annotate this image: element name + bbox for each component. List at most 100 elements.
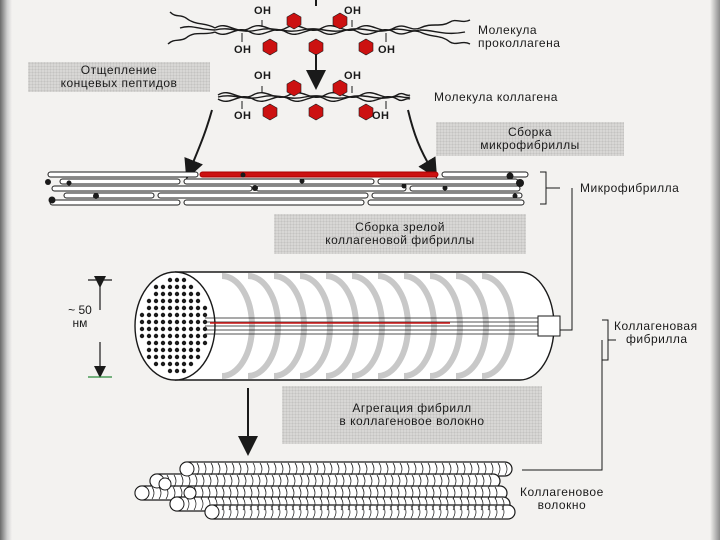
fiber-segment [312,486,316,500]
fiber-segment [252,462,256,476]
fibril-dot [174,312,180,318]
fibril-dot [160,312,166,318]
fiber-segment [382,497,386,511]
fiber-segment [264,474,268,488]
fibril-dot [195,305,201,311]
microfibril-label: Микрофибрилла [580,181,680,195]
fiber-segment [501,505,505,519]
fiber-segment [497,462,501,476]
fiber-segment [305,505,309,519]
fiber-segment [294,462,298,476]
fibril-dot [181,333,187,339]
fiber-segment [441,462,445,476]
fiber-segment [203,462,207,476]
fiber-segment [285,474,289,488]
fiber-segment [326,505,330,519]
microfibril-assembly-box: Сборка микрофибриллы [436,122,624,156]
fiber-segment [200,497,204,511]
fibril-dot [146,326,152,332]
fiber-segment [326,486,330,500]
fiber-segment [469,462,473,476]
fibril-dot [160,284,166,290]
fiber-segment [354,497,358,511]
fibril-dot [188,361,194,367]
oh-label: ОН [344,5,362,17]
fiber-segment [452,505,456,519]
fiber-segment [382,505,386,519]
fibril-dot [174,319,180,325]
fibril-dot [174,305,180,311]
oh-label: ОН [372,110,390,122]
fiber-segment [404,474,408,488]
fibril-dot [153,333,159,339]
fiber-segment [151,486,155,500]
fiber-segment [196,462,200,476]
fiber-segment [242,505,246,519]
fiber-segment [180,474,184,488]
fiber-segment [291,486,295,500]
fiber-segment [299,474,303,488]
fiber-segment [315,462,319,476]
fibril-dot [146,354,152,360]
fiber-segment [348,474,352,488]
fiber-segment [214,486,218,500]
fiber-segment [221,486,225,500]
fiber-segment [488,474,492,488]
fiber-segment [305,486,309,500]
fiber-segment [445,486,449,500]
fibril-dot [167,333,173,339]
fibril-dot [188,284,194,290]
fiber-segment [424,486,428,500]
fiber-segment [200,486,204,500]
fiber-segment [382,486,386,500]
fibril-dot [139,333,145,339]
fiber-segment [368,486,372,500]
fibril-dot [181,347,187,353]
fibril-dot [153,305,159,311]
fiber-segment [250,474,254,488]
fiber-segment [452,486,456,500]
fiber-segment [389,497,393,511]
fiber-segment [427,462,431,476]
fiber-segment [312,497,316,511]
fiber-segment [347,497,351,511]
fiber-segment [270,505,274,519]
fiber-segment [221,505,225,519]
fiber-segment [392,462,396,476]
fiber-segment [438,486,442,500]
fibril-dot [153,326,159,332]
fibril-dot [188,319,194,325]
fiber-segment [473,497,477,511]
fiber-segment [256,497,260,511]
fiber-segment [341,474,345,488]
fibril-dot [167,340,173,346]
microfibril-dots [45,172,524,204]
fibril-dot [153,347,159,353]
collagen-hexagons [262,79,374,121]
fiber-segment [476,462,480,476]
fiber-segment [298,486,302,500]
fiber-segment [361,486,365,500]
fiber-segment [249,505,253,519]
fiber-segment [459,497,463,511]
fibril-dot [174,340,180,346]
aggregation-box: Агрегация фибрилл в коллагеновое волокно [282,386,542,444]
fiber-segment [257,474,261,488]
fibril-dot [174,354,180,360]
fiber-segment [446,474,450,488]
fiber-segment [494,486,498,500]
fibril-dot [181,368,187,374]
fiber-segment [462,462,466,476]
scale-bar [88,276,112,378]
fiber-segment [340,505,344,519]
fibril-dot [167,319,173,325]
fiber-segment [474,474,478,488]
fiber-segment [235,497,239,511]
fibril-dot [188,333,194,339]
fiber-segment [361,505,365,519]
microfibril-bracket [540,171,560,205]
fiber-segment [270,497,274,511]
fiber-segment [173,474,177,488]
fiber-segment [333,505,337,519]
